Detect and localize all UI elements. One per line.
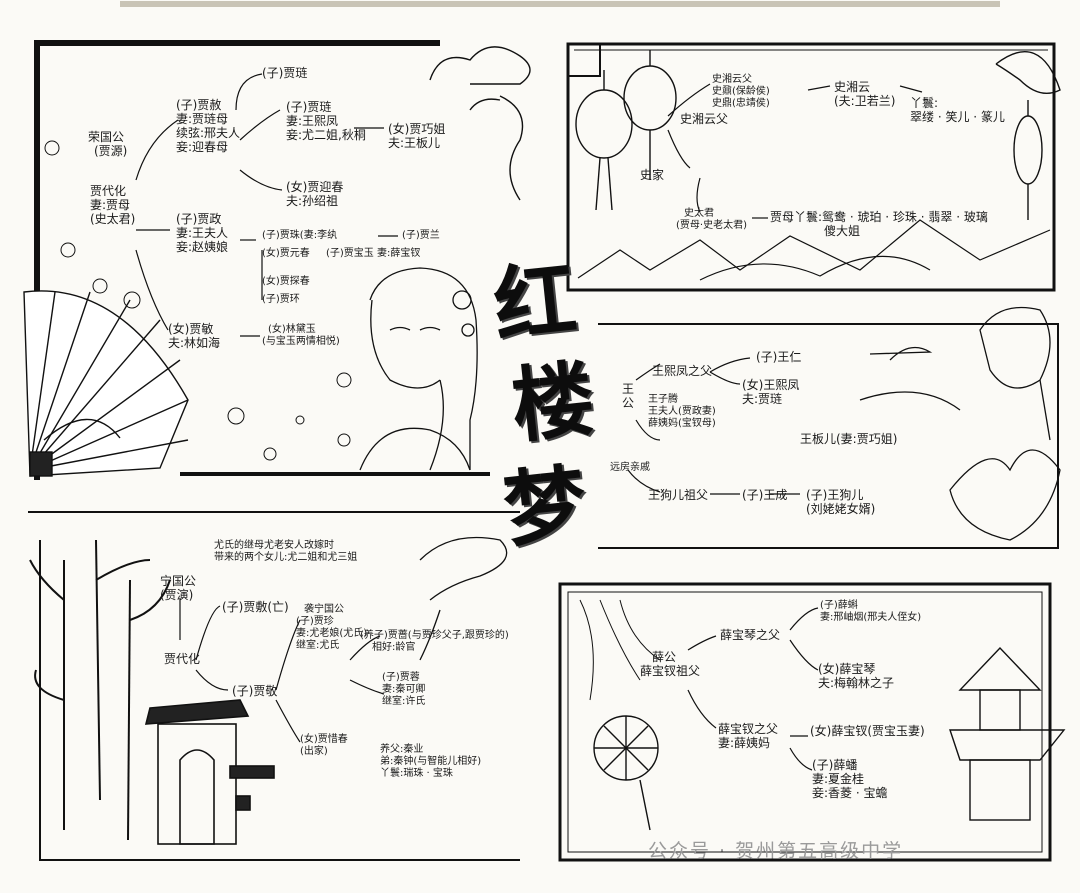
wang-baner: 王板儿(妻:贾巧姐)	[800, 432, 898, 446]
wang-gouer: (子)王狗儿(刘姥姥女婿)	[806, 488, 876, 516]
wang-gouer-father: 王狗儿祖父	[648, 488, 709, 502]
jia-daihua: 贾代化	[164, 652, 201, 666]
wang-root: 王公	[622, 382, 635, 410]
jia-daishan: 贾代化妻:贾母(史太君)	[90, 184, 136, 226]
jia-rong: (子)贾蓉妻:秦可卿继室:许氏	[382, 672, 426, 707]
jia-tanchun: (女)贾探春	[262, 276, 310, 287]
wang-relative: 远房亲戚	[610, 462, 650, 473]
wang-cheng: (子)王成	[742, 488, 788, 502]
jia-jing: (子)贾敬	[232, 684, 278, 698]
qin-family: 养父:秦业弟:秦钟(与智能儿相好)丫鬟:瑞珠 · 宝珠	[380, 744, 482, 779]
watermark: 公众号 · 贺州第五高级中学	[648, 840, 904, 862]
jia-fu: (子)贾敷(亡)	[222, 600, 289, 614]
shi-xiangyun: 史湘云(夫:卫若兰)	[834, 80, 896, 108]
xue-pan: (子)薛蟠妻:夏金桂妾:香菱 · 宝蟾	[812, 758, 888, 800]
title-char-1: 红	[489, 250, 581, 356]
xue-qin-father: 薛宝琴之父	[720, 628, 781, 642]
jia-qiaojie: (女)贾巧姐夫:王板儿	[388, 122, 446, 150]
wang-xifeng: (女)王熙凤夫:贾琏	[742, 378, 800, 406]
jia-zhu: (子)贾珠(妻:李纨	[262, 230, 338, 241]
xue-chai-father: 薛宝钗之父妻:薛姨妈	[718, 722, 779, 750]
wang-fengfather: 王熙凤之父	[652, 364, 713, 378]
jia-mu-maids: 贾母丫鬟:鸳鸯 · 琥珀 · 珍珠 · 翡翠 · 玻璃傻大姐	[770, 210, 988, 238]
jia-lan: (子)贾兰	[402, 230, 440, 241]
jia-baoyu: (子)贾宝玉 妻:薛宝钗	[326, 248, 421, 259]
rong-ancestor: 荣国公(贾源)	[88, 130, 128, 158]
xue-root: 薛公薛宝钗祖父	[640, 650, 701, 678]
jia-min: (女)贾敏夫:林如海	[168, 322, 221, 350]
shi-uncles: 史湘云父史鼐(保龄侯)史鼎(忠靖侯)	[712, 74, 770, 109]
jia-zhen: 袭宁国公(子)贾珍妻:尤老娘(尤氏)继室:尤氏	[296, 604, 368, 651]
xue-baochai: (女)薛宝钗(贾宝玉妻)	[810, 724, 925, 738]
shi-maids: 丫鬟:翠缕 · 笑儿 · 篆儿	[910, 96, 1005, 124]
she-top-son: (子)贾琏	[262, 66, 308, 80]
jia-huan: (子)贾环	[262, 294, 300, 305]
wang-ziteng: 王子腾王夫人(贾政妻)薛姨妈(宝钗母)	[648, 394, 716, 429]
jia-qiang: (养子)贾蔷(与贾珍父子,跟贾珍的)相好:龄官	[360, 630, 509, 653]
jia-yuanchun: (女)贾元春	[262, 248, 310, 259]
shi-father: 史湘云父	[680, 112, 729, 126]
jia-xichun: (女)贾惜春(出家)	[300, 734, 348, 757]
shi-root: 史家	[640, 168, 665, 182]
jia-lian: (子)贾琏妻:王熙凤妾:尤二姐,秋桐	[286, 100, 366, 142]
jia-she: (子)贾赦妻:贾琏母续弦:邢夫人妾:迎春母	[176, 98, 241, 154]
jia-yingchun: (女)贾迎春夫:孙绍祖	[286, 180, 344, 208]
lin-daiyu: (女)林黛玉(与宝玉两情相悦)	[262, 324, 340, 347]
shi-taijun: 史太君(贾母·史老太君)	[676, 208, 747, 231]
wang-ren: (子)王仁	[756, 350, 802, 364]
title-char-3: 梦	[499, 454, 591, 560]
ning-ancestor: 宁国公(贾演)	[160, 574, 197, 602]
xue-baoqin: (女)薛宝琴夫:梅翰林之子	[818, 662, 895, 690]
xue-ke: (子)薛蝌妻:邢岫烟(邢夫人侄女)	[820, 600, 922, 623]
jia-zheng: (子)贾政妻:王夫人妾:赵姨娘	[176, 212, 229, 254]
you-note: 尤氏的继母尤老安人改嫁时带来的两个女儿:尤二姐和尤三姐	[214, 540, 358, 563]
title-char-2: 楼	[507, 350, 599, 456]
